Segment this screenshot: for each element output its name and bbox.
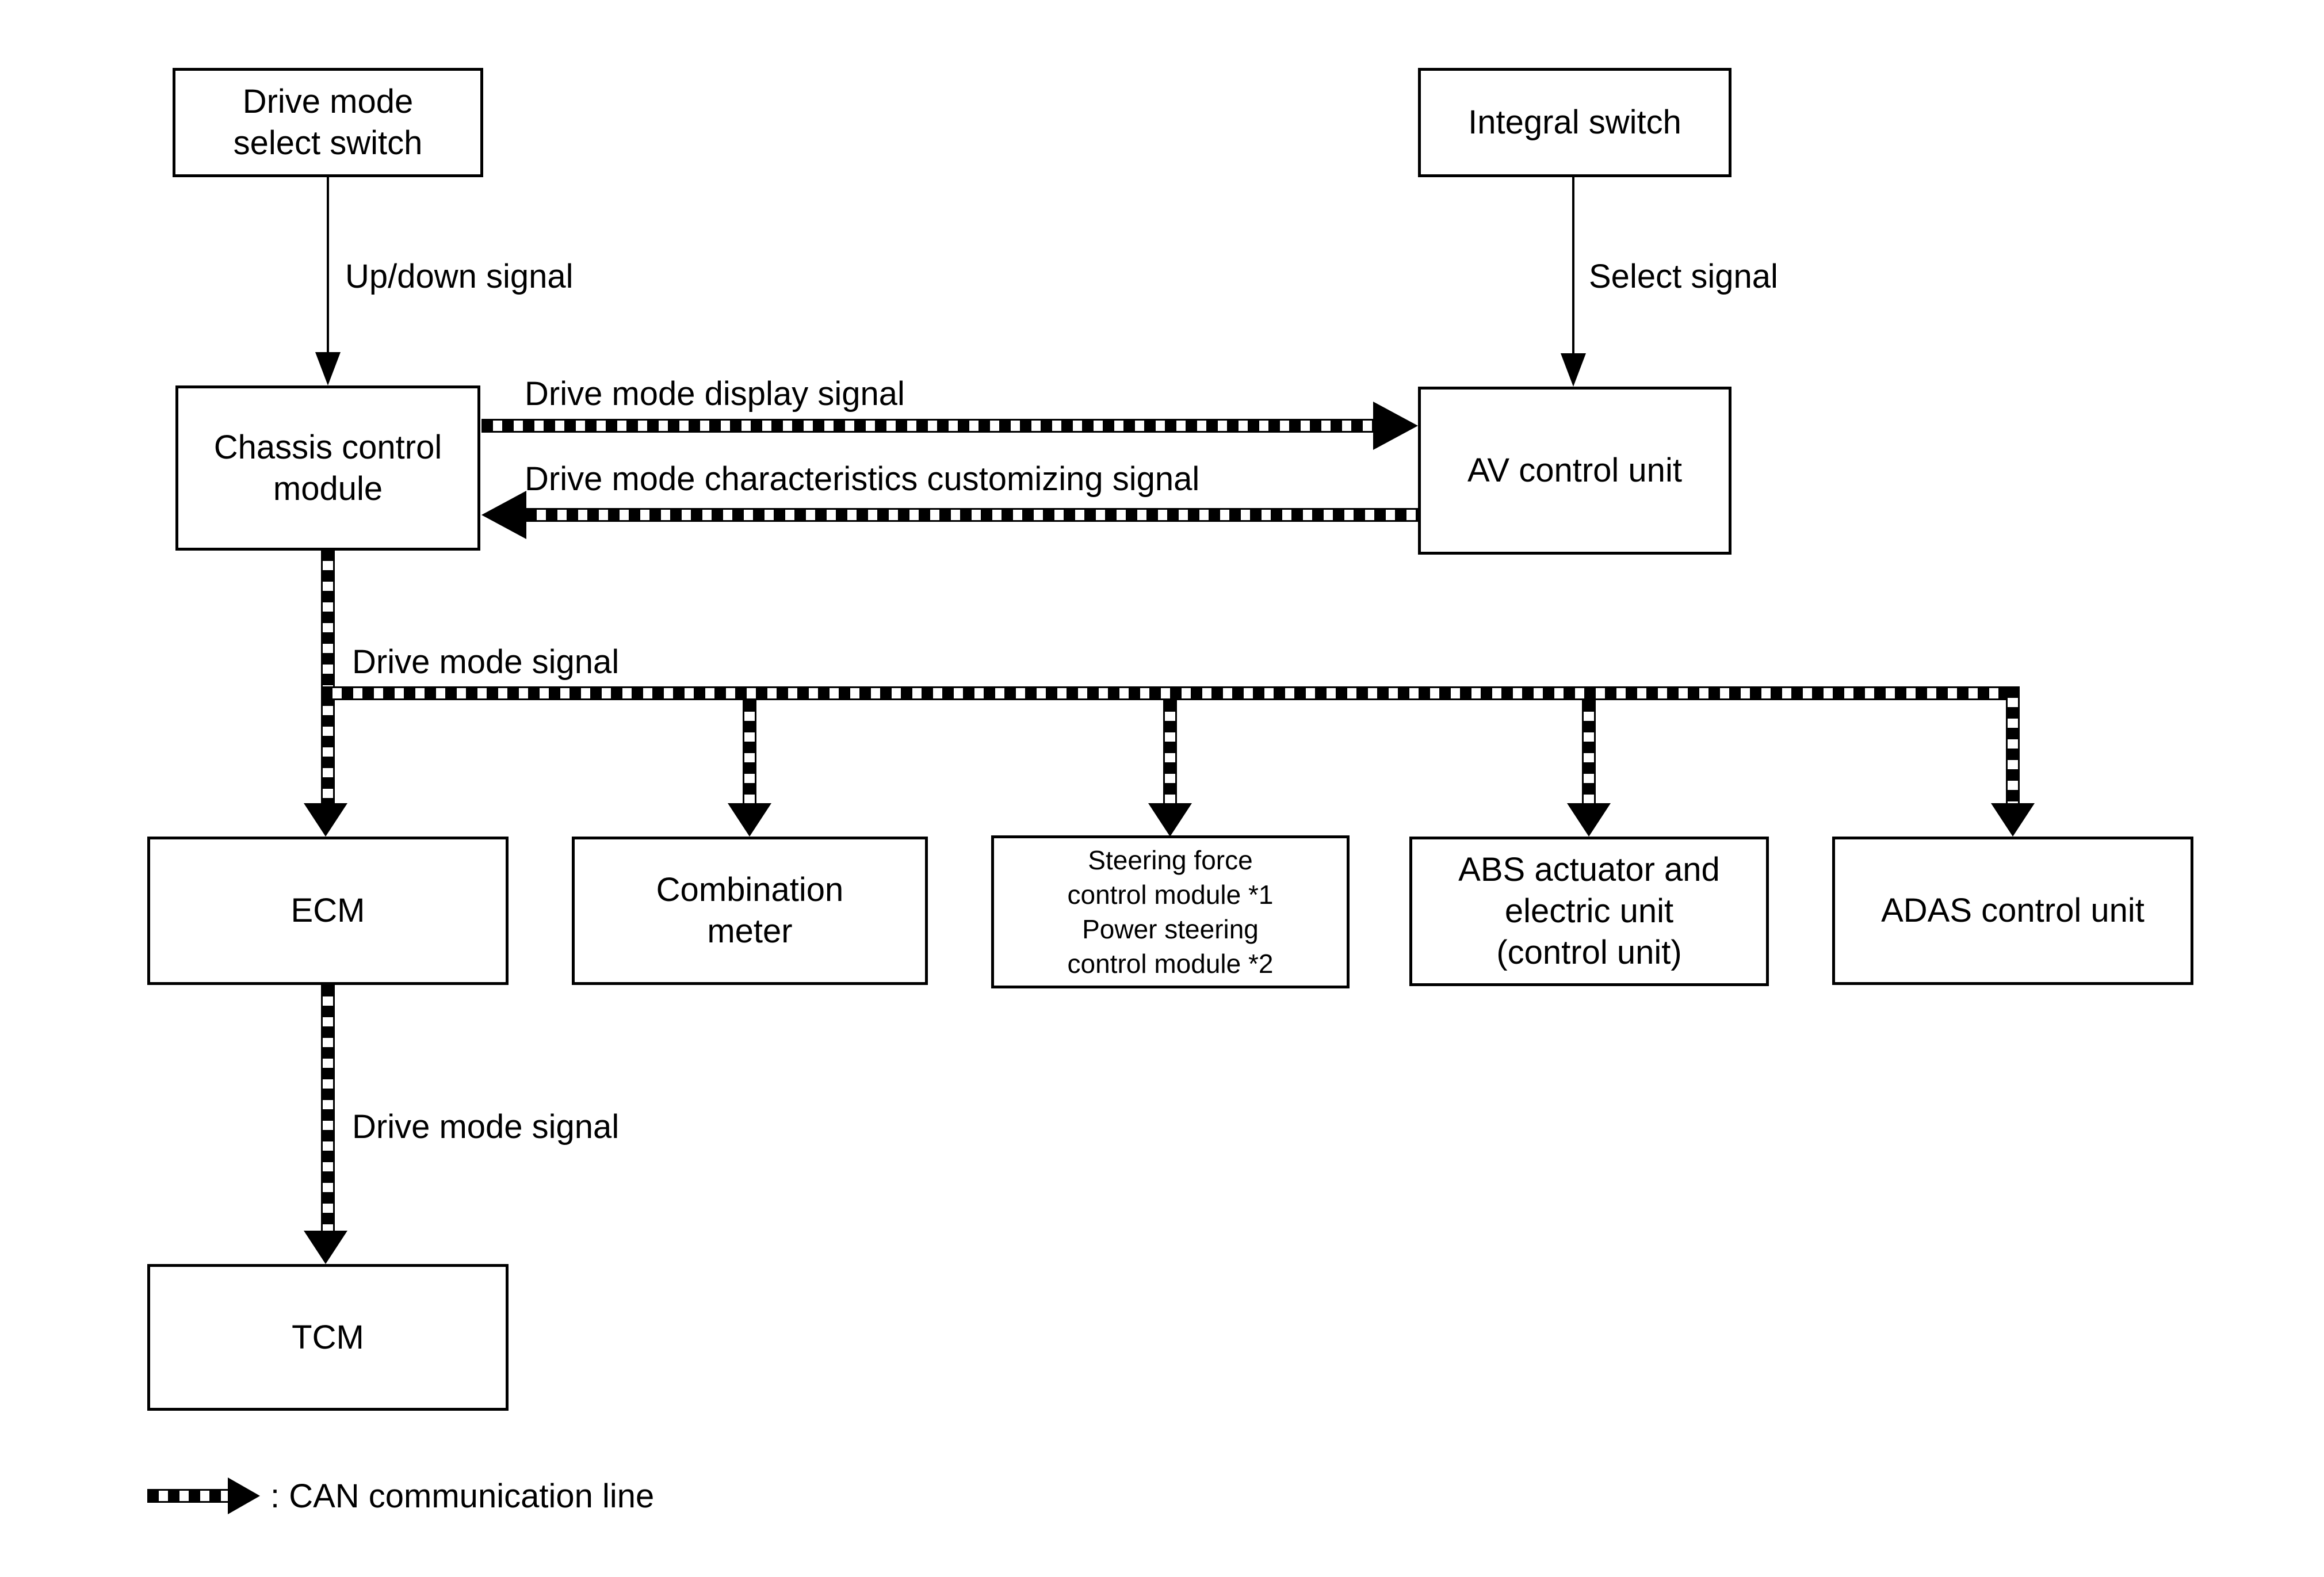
box-ecm: ECM: [147, 837, 509, 985]
box-drive-mode-select-switch: Drive mode select switch: [173, 68, 483, 177]
arrowhead-down-icon: [1561, 353, 1586, 387]
box-tcm: TCM: [147, 1264, 509, 1411]
arrowhead-down-icon: [1148, 803, 1192, 837]
can-line-ecm-tcm: [321, 985, 335, 1231]
arrowhead-down-icon: [728, 803, 771, 837]
connector-select-signal: [1572, 177, 1574, 353]
arrowhead-left-icon: [481, 491, 526, 539]
can-drop-combination-meter: [743, 700, 756, 803]
box-abs-actuator: ABS actuator and electric unit (control …: [1409, 837, 1769, 986]
can-drop-abs: [1582, 700, 1596, 803]
box-adas-control-unit: ADAS control unit: [1832, 837, 2193, 985]
can-line-display-signal: [481, 419, 1373, 433]
can-line-branch: [321, 686, 2020, 700]
arrowhead-right-icon: [1373, 402, 1418, 450]
label-select-signal: Select signal: [1589, 258, 1778, 295]
arrowhead-down-icon: [315, 352, 341, 385]
arrowhead-down-icon: [304, 803, 347, 837]
can-drop-steering: [1163, 700, 1177, 803]
box-combination-meter: Combination meter: [572, 837, 928, 985]
legend-text: : CAN communication line: [270, 1477, 655, 1515]
arrowhead-down-icon: [1567, 803, 1611, 837]
can-line-customizing-signal: [525, 508, 1418, 522]
box-chassis-control-module: Chassis control module: [175, 385, 480, 551]
label-display-signal: Drive mode display signal: [525, 375, 905, 413]
can-line-drive-mode-trunk: [321, 549, 335, 804]
label-drive-mode-signal: Drive mode signal: [352, 643, 620, 681]
label-drive-mode-signal-2: Drive mode signal: [352, 1108, 620, 1145]
connector-up-down-signal: [327, 177, 329, 353]
box-integral-switch: Integral switch: [1418, 68, 1731, 177]
legend-arrowhead-right-icon: [228, 1477, 260, 1514]
box-steering-modules: Steering force control module *1 Power s…: [991, 835, 1350, 988]
arrowhead-down-icon: [304, 1231, 347, 1264]
label-customizing-signal: Drive mode characteristics customizing s…: [525, 460, 1200, 498]
arrowhead-down-icon: [1991, 803, 2035, 837]
can-drop-adas: [2006, 686, 2020, 803]
legend-can-line-sample: [147, 1489, 228, 1503]
box-av-control-unit: AV control unit: [1418, 387, 1731, 555]
label-up-down-signal: Up/down signal: [345, 258, 574, 295]
